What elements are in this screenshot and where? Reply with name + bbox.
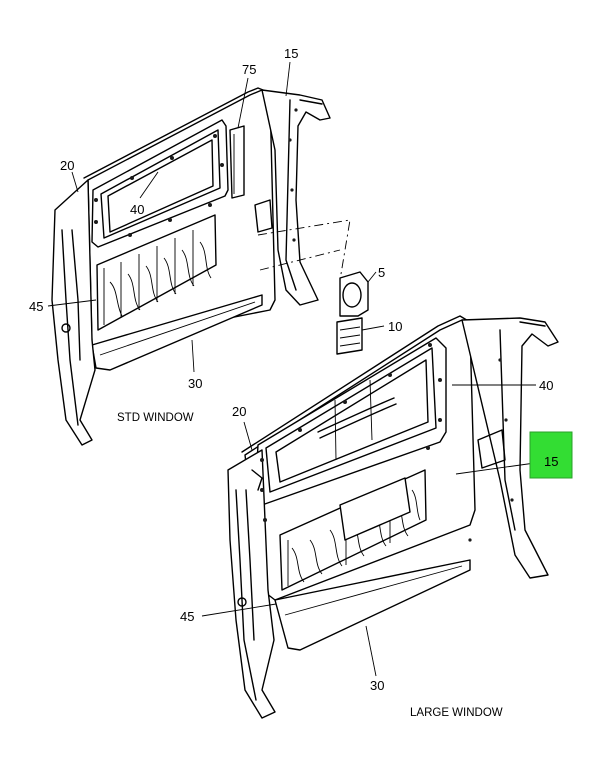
callout-10[interactable]: 10 — [388, 319, 402, 334]
callout-40-bottom[interactable]: 40 — [539, 378, 553, 393]
highlight-box — [529, 431, 573, 479]
callout-75[interactable]: 75 — [242, 62, 256, 77]
callout-15-bottom[interactable]: 15 — [544, 454, 558, 469]
callout-20-top[interactable]: 20 — [60, 158, 74, 173]
callout-30-bottom[interactable]: 30 — [370, 678, 384, 693]
part-5-knob — [339, 271, 369, 317]
caption-std-window: STD WINDOW — [117, 412, 194, 424]
callout-45-bottom[interactable]: 45 — [180, 609, 194, 624]
callout-20-bottom[interactable]: 20 — [232, 404, 246, 419]
part-10-clip — [336, 317, 363, 355]
callout-30-top[interactable]: 30 — [188, 376, 202, 391]
callout-15-top[interactable]: 15 — [284, 46, 298, 61]
callout-5[interactable]: 5 — [378, 265, 385, 280]
callout-45-top[interactable]: 45 — [29, 299, 43, 314]
callout-40-top[interactable]: 40 — [130, 202, 144, 217]
leader-lines — [47, 61, 543, 677]
large-window-assembly — [227, 315, 559, 719]
std-window-assembly — [51, 87, 351, 446]
caption-large-window: LARGE WINDOW — [410, 707, 503, 719]
